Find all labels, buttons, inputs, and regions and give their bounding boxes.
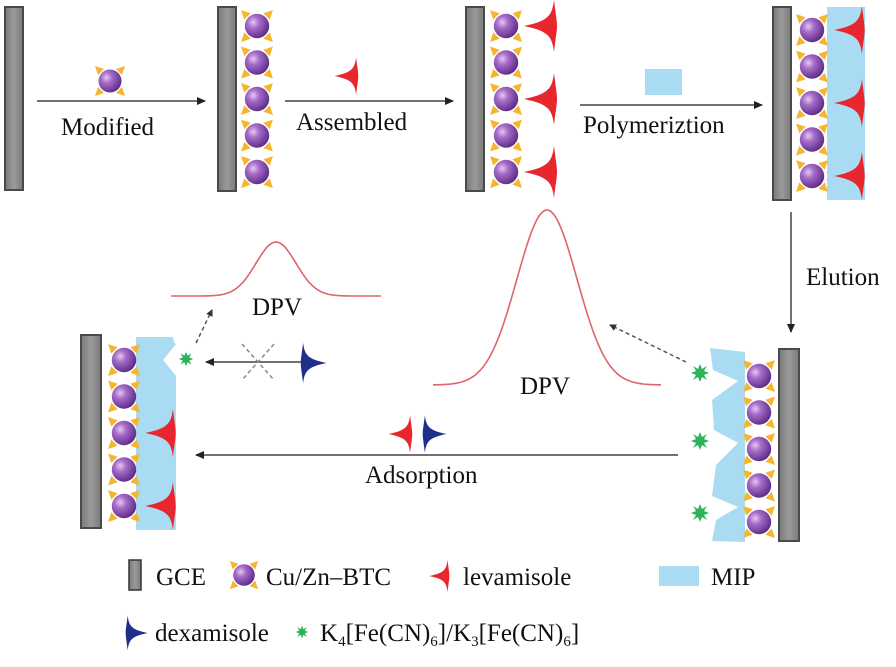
electrode	[772, 6, 792, 201]
electrode	[778, 348, 800, 542]
legend-item-levamisole: levamisole	[429, 560, 571, 592]
gce-swatch	[128, 559, 142, 591]
probe-icon	[691, 432, 709, 450]
mof-particle-icon	[490, 46, 522, 79]
levamisole-layer	[524, 0, 557, 198]
electrode-template-stage	[465, 0, 557, 198]
dpv-curve-small	[171, 241, 381, 297]
legend-label-probe: K4[Fe(CN)6]/K3[Fe(CN)6]	[320, 620, 579, 650]
mof-particle-icon	[490, 10, 522, 42]
electrode-rebound-stage	[80, 334, 194, 530]
dexamisole-blocked-icon	[300, 342, 327, 384]
mof-particle-icon	[796, 160, 828, 192]
electrode	[217, 6, 237, 192]
dexamisole-incoming-icon	[422, 415, 447, 453]
electrode	[80, 334, 102, 529]
levamisole-incoming-icon	[388, 415, 413, 453]
probe-swatch-icon	[295, 625, 309, 639]
dexamisole-swatch-icon	[125, 615, 148, 651]
electrode-eluted-stage	[691, 348, 800, 542]
mof-particle-icon	[108, 344, 140, 376]
legend: GCE Cu/Zn–BTC levamisole MIP dexamisole …	[125, 559, 755, 651]
mof-swatch-icon	[229, 560, 259, 590]
dashed-arrow-signal-small	[195, 309, 213, 344]
dashed-arrow-signal-large	[609, 324, 687, 363]
probe-icon	[691, 504, 709, 522]
mof-layer	[796, 14, 828, 192]
mof-particle-icon	[241, 156, 273, 188]
levamisole-molecule-icon	[524, 73, 557, 125]
blocked-cross-icon	[241, 343, 275, 381]
mof-reagent-icon	[95, 66, 125, 96]
mof-layer	[743, 360, 775, 538]
step-label-elution: Elution	[806, 264, 880, 291]
mof-particle-icon	[743, 506, 775, 538]
legend-label-mip: MIP	[711, 564, 755, 591]
dpv-label-small: DPV	[252, 294, 302, 321]
step-label-assembled: Assembled	[296, 109, 408, 136]
mip-reagent-icon	[645, 69, 682, 95]
electrode	[465, 6, 485, 192]
levamisole-molecule-icon	[524, 146, 557, 198]
legend-item-probe: K4[Fe(CN)6]/K3[Fe(CN)6]	[295, 620, 579, 650]
dpv-label-large: DPV	[520, 373, 570, 400]
mip-swatch	[659, 566, 699, 586]
mof-particle-icon	[796, 87, 828, 119]
mof-particle-icon	[241, 119, 273, 152]
step-label-modified: Modified	[61, 114, 155, 141]
mof-particle-icon	[743, 360, 775, 392]
mof-layer	[108, 344, 140, 522]
legend-label-dexamisole: dexamisole	[155, 620, 269, 647]
step-label-adsorption: Adsorption	[365, 462, 478, 489]
mof-particle-icon	[108, 417, 140, 449]
levamisole-reagent-icon	[334, 57, 359, 95]
mof-particle-icon	[241, 10, 273, 42]
dpv-curve-large	[432, 209, 662, 386]
mof-particle-icon	[241, 83, 273, 115]
legend-item-dexamisole: dexamisole	[125, 615, 269, 651]
legend-item-mof: Cu/Zn–BTC	[229, 560, 391, 591]
legend-item-gce: GCE	[128, 559, 206, 591]
electrode-polymerized-stage	[772, 6, 865, 201]
mof-particle-icon	[743, 469, 775, 502]
mip-layer-cavities	[710, 348, 745, 542]
mof-particle-icon	[796, 123, 828, 156]
electrode-mof-stage	[217, 6, 273, 192]
mof-particle-icon	[743, 396, 775, 429]
legend-item-mip: MIP	[659, 564, 755, 591]
mof-particle-icon	[490, 156, 522, 188]
legend-label-mof: Cu/Zn–BTC	[266, 564, 391, 591]
mof-particle-icon	[108, 453, 140, 486]
legend-label-gce: GCE	[156, 564, 206, 591]
mof-particle-icon	[796, 50, 828, 83]
mof-layer	[241, 10, 273, 188]
mof-particle-icon	[490, 83, 522, 115]
levamisole-swatch-icon	[429, 560, 450, 592]
mof-particle-icon	[743, 433, 775, 465]
probe-icon	[178, 351, 194, 367]
mof-layer	[490, 10, 522, 188]
step-label-polymerization: Polymeriztion	[583, 112, 725, 139]
legend-label-levamisole: levamisole	[463, 564, 571, 591]
mof-particle-icon	[796, 14, 828, 46]
levamisole-molecule-icon	[524, 0, 557, 52]
probe-icon	[691, 364, 709, 382]
mof-particle-icon	[108, 490, 140, 522]
mof-particle-icon	[490, 119, 522, 152]
mof-particle-icon	[241, 46, 273, 79]
mof-particle-icon	[108, 380, 140, 413]
electrode-bare	[4, 6, 24, 191]
